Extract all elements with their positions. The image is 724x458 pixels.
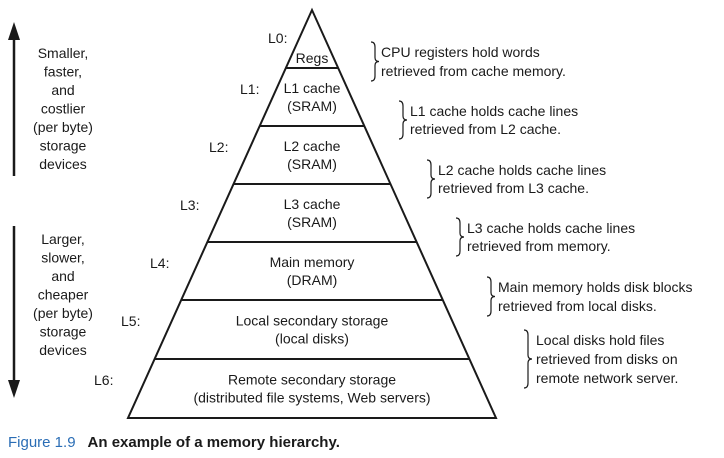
level-0-note: CPU registers hold words retrieved from c… [381, 44, 566, 79]
level-2-id: L2: [209, 139, 228, 155]
layer-line: (local disks) [275, 331, 349, 347]
side-line: faster, [44, 64, 82, 80]
level-separators [154, 67, 470, 360]
larger-slower-label: Larger, slower, and cheaper (per byte) storag… [33, 231, 93, 358]
note-line: retrieved from cache memory. [381, 63, 566, 79]
figure-caption: Figure 1.9 An example of a memory hierarc… [8, 434, 340, 451]
level-1-note: L1 cache holds cache lines retrieved from… [410, 103, 578, 137]
side-line: costlier [41, 101, 86, 117]
brace-icon [370, 41, 380, 82]
side-line: storage [40, 324, 87, 340]
note-line: retrieved from memory. [467, 238, 611, 254]
note-line: Local disks hold files [536, 332, 664, 348]
level-2-note: L2 cache holds cache lines retrieved from… [438, 162, 606, 196]
side-line: devices [39, 156, 86, 172]
side-line: devices [39, 342, 86, 358]
side-line: Larger, [41, 231, 85, 247]
level-5-id: L5: [121, 313, 140, 329]
brace-icon [523, 329, 533, 389]
side-line: and [51, 82, 74, 98]
level-5-note: Local disks hold files retrieved from dis… [536, 332, 678, 386]
level-6-layer-label: Remote secondary storage (distributed fil… [193, 372, 430, 406]
level-3-id: L3: [180, 197, 199, 213]
layer-line: (SRAM) [287, 156, 337, 172]
side-line: storage [40, 138, 87, 154]
note-line: retrieved from L2 cache. [410, 121, 561, 137]
pyramid-outline [126, 7, 498, 419]
side-line: (per byte) [33, 119, 93, 135]
brace-icon [455, 217, 465, 257]
level-1-layer-label: L1 cache (SRAM) [284, 80, 341, 114]
level-2-layer-label: L2 cache (SRAM) [284, 138, 341, 172]
note-line: L1 cache holds cache lines [410, 103, 578, 119]
level-4-layer-label: Main memory (DRAM) [270, 254, 355, 288]
level-1-id: L1: [240, 81, 259, 97]
note-line: Main memory holds disk blocks [498, 279, 693, 295]
layer-line: Remote secondary storage [228, 372, 396, 388]
level-0-id: L0: [268, 30, 287, 46]
layer-line: Regs [296, 50, 329, 66]
side-line: Smaller, [38, 45, 89, 61]
note-line: CPU registers hold words [381, 44, 540, 60]
smaller-faster-label: Smaller, faster, and costlier (per byte) stor… [33, 45, 93, 172]
brace-icon [426, 159, 436, 199]
level-5-layer-label: Local secondary storage (local disks) [236, 313, 389, 347]
note-line: remote network server. [536, 370, 678, 386]
side-line: slower, [41, 250, 85, 266]
brace-icon [398, 100, 408, 140]
figure-title: An example of a memory hierarchy. [88, 434, 340, 451]
side-line: (per byte) [33, 305, 93, 321]
layer-line: (distributed file systems, Web servers) [193, 390, 430, 406]
layer-line: L1 cache [284, 80, 341, 96]
level-4-id: L4: [150, 255, 169, 271]
brace-icon [486, 276, 496, 317]
level-notes: CPU registers hold words retrieved from c… [370, 41, 693, 389]
note-line: retrieved from disks on [536, 351, 678, 367]
level-3-note: L3 cache holds cache lines retrieved from… [467, 220, 635, 254]
layer-line: (DRAM) [287, 272, 338, 288]
side-line: and [51, 268, 74, 284]
note-line: retrieved from L3 cache. [438, 180, 589, 196]
side-line: cheaper [38, 287, 89, 303]
layer-line: (SRAM) [287, 214, 337, 230]
layer-line: L2 cache [284, 138, 341, 154]
layer-line: Main memory [270, 254, 355, 270]
down-arrow-icon [8, 226, 20, 398]
layer-line: Local secondary storage [236, 313, 389, 329]
level-0-layer-label: Regs [296, 50, 329, 66]
level-3-layer-label: L3 cache (SRAM) [284, 196, 341, 230]
layer-line: (SRAM) [287, 98, 337, 114]
layer-line: L3 cache [284, 196, 341, 212]
note-line: L3 cache holds cache lines [467, 220, 635, 236]
figure-number: Figure 1.9 [8, 434, 76, 451]
level-4-note: Main memory holds disk blocks retrieved f… [498, 279, 693, 314]
note-line: L2 cache holds cache lines [438, 162, 606, 178]
level-labels: L0: L1: L2: L3: L4: L5: L6: [94, 30, 287, 388]
up-arrow-icon [8, 22, 20, 176]
note-line: retrieved from local disks. [498, 298, 657, 314]
level-6-id: L6: [94, 372, 113, 388]
